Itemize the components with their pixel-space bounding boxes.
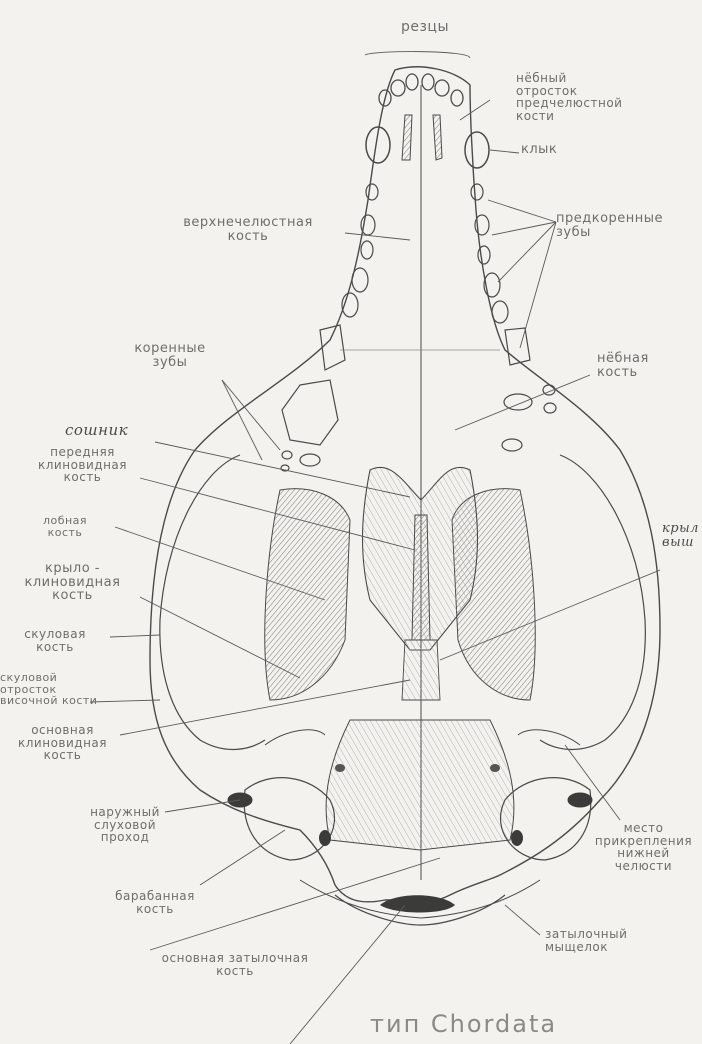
label-incisors: резцы [385, 20, 465, 35]
label-palatine-bone: нёбная кость [597, 352, 649, 379]
label-phylum: тип Chordata [370, 1012, 557, 1037]
vomer [412, 515, 430, 640]
label-molars: коренные зубы [110, 342, 230, 369]
label-basisphenoid: основная клиновидная кость [0, 724, 125, 762]
label-frontal: лобная кость [25, 515, 105, 538]
basicranium [326, 720, 514, 850]
left-molars [281, 325, 345, 471]
left-zygomatic-arch [160, 455, 265, 749]
label-tympanic: барабанная кость [95, 890, 215, 915]
label-zygomatic: скуловая кость [5, 628, 105, 653]
label-zygomatic-process: скуловой отросток височной кости [0, 672, 97, 707]
label-maxilla: верхнечелюстная кость [148, 216, 348, 243]
label-ear-canal: наружный слуховой проход [60, 806, 190, 844]
right-zygomatic-arch [540, 455, 645, 749]
right-molars [502, 328, 556, 451]
label-palatine-process: нёбный отросток предчелюстной кости [516, 72, 622, 122]
label-condyle: затылочный мыщелок [545, 928, 627, 953]
label-pterygoid: крыло - клиновидная кость [0, 562, 145, 603]
label-presphenoid: передняя клиновидная кость [10, 446, 155, 484]
label-basioccipital: основная затылочная кость [110, 952, 360, 977]
right-canine [465, 132, 489, 168]
label-canine: клык [521, 143, 557, 157]
right-bulla [501, 778, 591, 860]
label-jaw-attachment: место прикрепления нижней челюсти [585, 822, 702, 872]
label-premolars: предкоренные зубы [556, 212, 663, 239]
left-orbit-shade [265, 489, 350, 700]
label-vomer: сошник [65, 423, 128, 439]
label-cut-right: крыл выш [662, 522, 699, 549]
